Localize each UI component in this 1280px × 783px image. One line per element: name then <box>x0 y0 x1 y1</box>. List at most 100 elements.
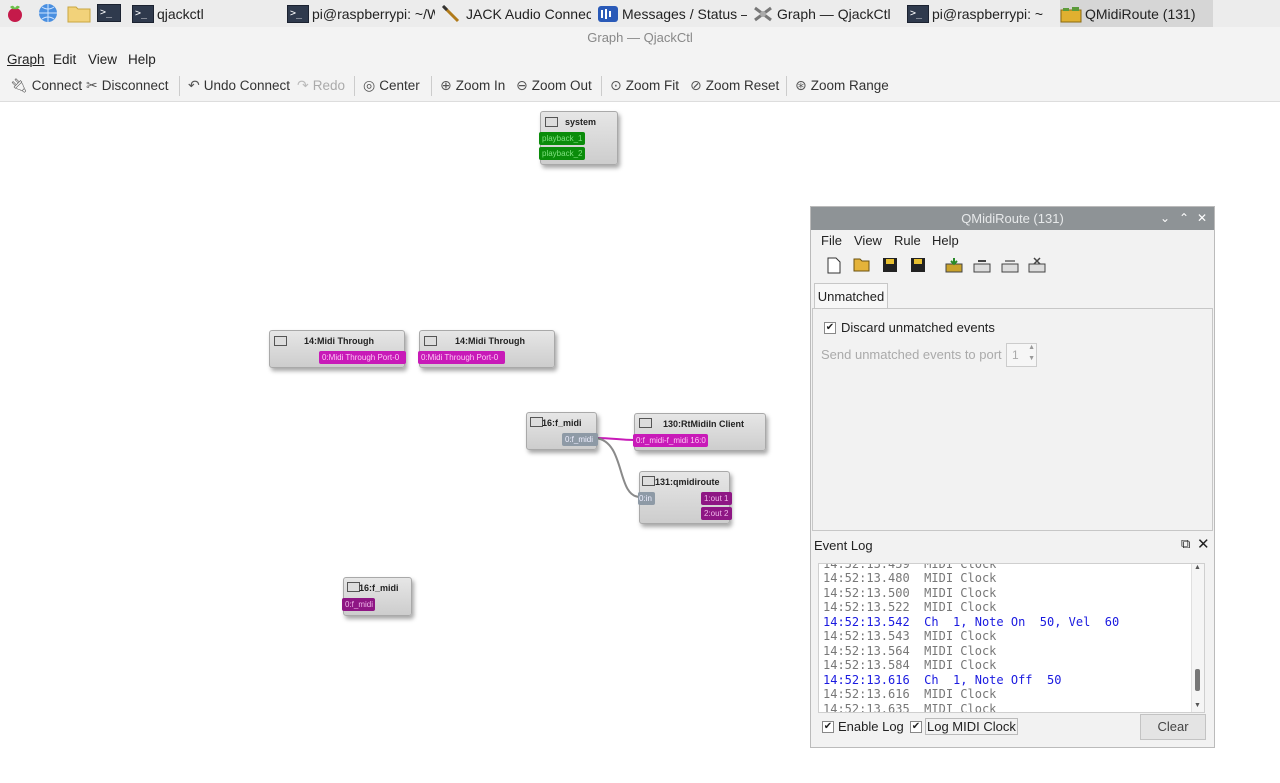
minimize-icon[interactable]: ⌄ <box>1160 211 1171 225</box>
port-midi-through-in[interactable]: 0:Midi Through Port-0 <box>418 351 505 364</box>
file-manager-icon[interactable] <box>67 2 91 24</box>
clear-button[interactable]: Clear <box>1140 714 1206 740</box>
menu-help[interactable]: Help <box>128 52 156 67</box>
terminal-icon: >_ <box>907 4 929 23</box>
open-folder-icon[interactable] <box>852 257 872 277</box>
graph-node-midi-through[interactable]: 14:Midi Through 0:Midi Through Port-0 <box>418 330 555 368</box>
port-qmidiroute-out-1[interactable]: 1:out 1 <box>701 492 732 505</box>
maximize-icon[interactable]: ⌃ <box>1179 211 1190 225</box>
scroll-up-icon[interactable]: ▲ <box>1194 564 1201 571</box>
scroll-down-icon[interactable]: ▼ <box>1194 702 1201 709</box>
connection-fmidi-qmidiroute <box>595 437 641 498</box>
browser-icon[interactable] <box>37 2 61 24</box>
port-f-midi-in[interactable]: 0:f_midi <box>342 598 375 611</box>
save-as-icon[interactable] <box>908 257 928 277</box>
zoom-reset-button[interactable]: ⊘Zoom Reset <box>690 77 779 94</box>
disconnect-button[interactable]: ✂Disconnect <box>86 77 169 94</box>
midi-device-icon <box>642 476 655 486</box>
port-midi-through-out[interactable]: 0:Midi Through Port-0 <box>319 351 406 364</box>
port-qmidiroute-in[interactable]: 0:in <box>638 492 655 505</box>
tab-unmatched[interactable]: Unmatched <box>814 283 888 309</box>
zoom-fit-button[interactable]: ⊙Zoom Fit <box>610 77 679 94</box>
redo-button[interactable]: ↷Redo <box>297 77 345 94</box>
new-file-icon[interactable] <box>824 257 844 277</box>
port-rtmidiin-in[interactable]: 0:f_midi-f_midi 16:0 <box>633 434 708 447</box>
enable-log-checkbox[interactable]: ✔ <box>822 721 834 733</box>
terminal-icon: >_ <box>287 4 309 23</box>
port-spinbox[interactable]: 1 ▲ ▼ <box>1006 343 1037 367</box>
taskbar-btn-label: Graph — QjackCtl <box>777 5 891 22</box>
taskbar-btn-qjackctl[interactable]: >_ qjackctl <box>132 0 282 27</box>
menu-file[interactable]: File <box>821 233 842 248</box>
discard-unmatched-checkbox[interactable]: ✔ <box>824 322 836 334</box>
zoom-fit-label: Zoom Fit <box>625 78 679 93</box>
connect-button[interactable]: 🔌︎Connect <box>10 77 82 94</box>
taskbar-btn-terminal[interactable]: >_ pi@raspberrypi: ~ <box>907 0 1055 27</box>
menu-rule[interactable]: Rule <box>894 233 921 248</box>
close-icon[interactable]: ✕ <box>1197 211 1208 225</box>
rule-settings-icon[interactable] <box>1000 257 1020 277</box>
log-line: 14:52:13.635 MIDI Clock <box>823 702 997 713</box>
toolbar-separator <box>354 76 355 96</box>
taskbar-btn-qmidiroute[interactable]: QMidiRoute (131) <box>1060 0 1213 27</box>
port-playback-1[interactable]: playback_1 <box>539 132 585 145</box>
log-line: 14:52:13.584 MIDI Clock <box>823 658 997 672</box>
window-title: Graph — QjackCtl <box>0 27 1280 49</box>
raspberry-menu-icon[interactable] <box>4 2 28 24</box>
undo-connect-button[interactable]: ↶Undo Connect <box>188 77 290 94</box>
port-playback-2[interactable]: playback_2 <box>539 147 585 160</box>
graph-node-f-midi[interactable]: 16:f_midi 0:f_midi <box>342 577 412 616</box>
graph-node-f-midi[interactable]: 16:f_midi 0:f_midi <box>526 412 598 450</box>
undock-icon[interactable]: ⧉ <box>1181 536 1191 551</box>
midi-device-icon <box>530 417 543 427</box>
qmidiroute-window: QMidiRoute (131) ⌄ ⌃ ✕ File View Rule He… <box>810 206 1215 748</box>
zoom-range-button[interactable]: ⊛Zoom Range <box>795 77 889 94</box>
graph-node-qmidiroute[interactable]: 131:qmidiroute 0:in 1:out 1 2:out 2 <box>638 471 732 524</box>
close-log-icon[interactable]: ✕ <box>1197 536 1210 553</box>
menu-help[interactable]: Help <box>932 233 959 248</box>
scroll-thumb[interactable] <box>1195 669 1200 691</box>
menu-edit[interactable]: Edit <box>53 52 77 67</box>
spin-down-icon[interactable]: ▼ <box>1028 355 1035 362</box>
center-icon: ◎ <box>363 77 376 93</box>
midi-device-icon <box>274 336 287 346</box>
toolbar-separator <box>601 76 602 96</box>
taskbar-btn-jack-audio[interactable]: JACK Audio Connecti... <box>441 0 591 27</box>
log-scrollbar[interactable]: ▲ ▼ <box>1191 564 1204 712</box>
edit-rule-icon[interactable] <box>972 257 992 277</box>
taskbar-btn-label: pi@raspberrypi: ~ <box>932 5 1044 22</box>
center-label: Center <box>379 78 420 93</box>
port-spinbox-value: 1 <box>1012 348 1019 362</box>
save-icon[interactable] <box>880 257 900 277</box>
connect-icon: 🔌︎ <box>10 77 28 93</box>
unmatched-panel: ✔ Discard unmatched events Send unmatche… <box>812 308 1213 531</box>
taskbar: >_ >_ qjackctl >_ pi@raspberrypi: ~/W...… <box>0 0 1280 27</box>
graph-node-system[interactable]: system playback_1 playback_2 <box>539 111 618 165</box>
event-log[interactable]: 14:52:13.459 MIDI Clock 14:52:13.480 MID… <box>818 563 1205 713</box>
qmidiroute-titlebar[interactable]: QMidiRoute (131) ⌄ ⌃ ✕ <box>811 207 1214 230</box>
add-rule-icon[interactable] <box>944 257 964 277</box>
zoom-in-button[interactable]: ⊕Zoom In <box>440 77 505 94</box>
taskbar-btn-graph[interactable]: Graph — QjackCtl <box>752 0 902 27</box>
log-line: 14:52:13.500 MIDI Clock <box>823 586 997 600</box>
terminal-icon[interactable]: >_ <box>97 4 121 22</box>
port-qmidiroute-out-2[interactable]: 2:out 2 <box>701 507 732 520</box>
node-title: 131:qmidiroute <box>655 477 720 487</box>
taskbar-btn-terminal-w[interactable]: >_ pi@raspberrypi: ~/W... <box>287 0 435 27</box>
log-midi-clock-checkbox[interactable]: ✔ <box>910 721 922 733</box>
zoom-out-button[interactable]: ⊖Zoom Out <box>516 77 592 94</box>
log-line: 14:52:13.522 MIDI Clock <box>823 600 997 614</box>
event-log-label: Event Log <box>814 538 873 553</box>
remove-rule-icon[interactable] <box>1027 257 1047 277</box>
undo-icon: ↶ <box>188 77 200 93</box>
port-f-midi-out[interactable]: 0:f_midi <box>562 433 598 446</box>
taskbar-btn-messages[interactable]: Messages / Status — ... <box>597 0 747 27</box>
menu-graph[interactable]: Graph <box>7 52 45 67</box>
menu-view[interactable]: View <box>88 52 118 67</box>
node-title: 16:f_midi <box>542 418 582 428</box>
spin-up-icon[interactable]: ▲ <box>1028 344 1035 351</box>
menu-view[interactable]: View <box>854 233 882 248</box>
graph-node-rtmidiin-client[interactable]: 130:RtMidiIn Client 0:f_midi-f_midi 16:0 <box>633 413 766 451</box>
graph-node-midi-through[interactable]: 14:Midi Through 0:Midi Through Port-0 <box>269 330 406 368</box>
center-button[interactable]: ◎Center <box>363 77 420 94</box>
